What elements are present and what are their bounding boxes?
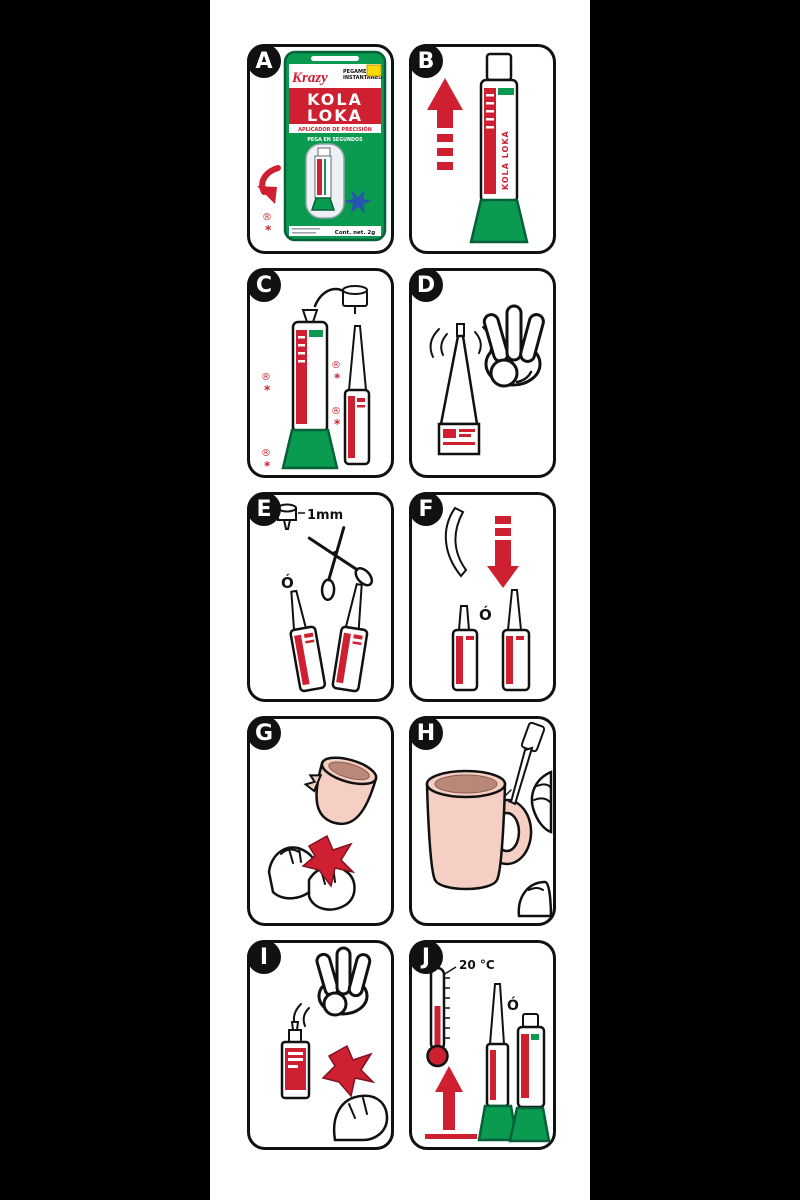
product-blister-card: Krazy PEGAMENTO INSTANTANEO KOLA LOKA AP… (283, 50, 387, 242)
down-arrow-icon (487, 516, 519, 588)
panel-b-art: KOLA LOKA (427, 52, 529, 244)
handle-stub (303, 774, 323, 793)
panel-h-art (425, 721, 553, 918)
flicking-hand (315, 946, 372, 1017)
panel-letter-badge: D (409, 268, 443, 302)
one-mm-label: 1mm (307, 508, 343, 523)
panel-b-pull-tube: B (409, 44, 556, 254)
hands (267, 846, 356, 911)
broken-piece (321, 1044, 376, 1098)
scissors-icon (307, 526, 374, 601)
panel-g-broken-cup: G (247, 716, 394, 926)
tube-base (281, 428, 339, 470)
panel-h-apply-glue-handle: H (409, 716, 556, 926)
panel-i-art (280, 946, 389, 1142)
flicking-hand (482, 304, 545, 388)
panel-c-art: ® * ® * ® * ® * (261, 285, 371, 472)
applicator-with-base (477, 983, 519, 1142)
panel-j-room-temperature: J 20 °C (409, 940, 556, 1150)
up-arrow-icon (427, 78, 463, 170)
or-label: Ó (281, 573, 294, 592)
panel-a-package: A Krazy PEGAMENTO INSTANTANEO KOLA LOKA (247, 44, 394, 254)
svg-text:*: * (334, 371, 341, 385)
svg-text:*: * (264, 459, 271, 472)
panel-letter-badge: E (247, 492, 281, 526)
glue-tube: KOLA LOKA (469, 52, 529, 244)
applicator-cone (437, 323, 481, 456)
panel-d-tap-applicator: D (409, 268, 556, 478)
panel-grid: A Krazy PEGAMENTO INSTANTANEO KOLA LOKA (247, 44, 556, 1150)
panel-letter-badge: F (409, 492, 443, 526)
panel-c-open-cap: C (247, 268, 394, 478)
corner-badge (366, 64, 382, 77)
hand-holding-piece (332, 1094, 389, 1142)
registered-mark: ® * (261, 448, 271, 472)
up-arrow-icon (425, 1066, 477, 1139)
panel-letter-badge: I (247, 940, 281, 974)
panel-i-tap-bottle: I (247, 940, 394, 1150)
panel-e-art: 1mm Ó (277, 503, 374, 693)
panel-a-art: Krazy PEGAMENTO INSTANTANEO KOLA LOKA AP… (257, 50, 387, 242)
temperature-label: 20 °C (459, 958, 495, 972)
registered-mark: ® * (331, 360, 341, 385)
tagline-pega: PEGA EN SEGUNDOS (307, 137, 363, 143)
registered-mark: ® * (261, 372, 271, 397)
broken-piece (301, 834, 356, 888)
panel-g-art (267, 756, 378, 911)
registered-mark: ® * (262, 212, 272, 237)
cup (425, 769, 533, 891)
blister-bubble (305, 143, 345, 219)
glue-bottle (280, 1021, 311, 1100)
holding-hand (517, 770, 553, 918)
panel-f-attach-tip: F Ó (409, 492, 556, 702)
svg-text:®: ® (262, 212, 272, 223)
tube-label-brand: KOLA LOKA (501, 130, 510, 190)
panel-letter-badge: C (247, 268, 281, 302)
instruction-sheet: A Krazy PEGAMENTO INSTANTANEO KOLA LOKA (210, 0, 590, 1200)
svg-text:®: ® (331, 406, 341, 417)
flip-arrow-icon (257, 165, 281, 204)
subtitle-instantaneo: INSTANTANEO (343, 75, 382, 81)
panel-j-art: 20 °C (425, 958, 551, 1143)
applicator-short-tip (451, 605, 479, 692)
or-label: Ó (479, 605, 492, 624)
panel-letter-badge: A (247, 44, 281, 78)
cut-tip-cap (277, 503, 297, 530)
panel-letter-badge: H (409, 716, 443, 750)
panel-letter-badge: G (247, 716, 281, 750)
tube-base (469, 198, 529, 244)
thermometer (426, 966, 457, 1068)
cap-removed (342, 285, 368, 314)
applicator-long-tip (501, 589, 531, 692)
broken-cup (303, 756, 378, 826)
applicator-right (331, 583, 369, 693)
panel-e-cut-tip-1mm: E 1mm Ó (247, 492, 394, 702)
svg-text:*: * (265, 223, 272, 237)
applicator-tip (509, 721, 546, 806)
panel-f-art: Ó (444, 506, 531, 692)
svg-text:*: * (264, 383, 271, 397)
title-loka: LOKA (307, 106, 363, 125)
or-label: Ó (507, 996, 519, 1014)
svg-text:®: ® (261, 372, 271, 383)
precision-applicator (343, 325, 371, 466)
tagline-aplicador: APLICADOR DE PRECISIÓN (298, 126, 372, 133)
title-kola: KOLA (307, 90, 363, 109)
mascot-figure (344, 190, 372, 213)
panel-d-art (429, 304, 545, 456)
svg-text:*: * (334, 417, 341, 431)
brand-krazy: Krazy (291, 70, 328, 86)
panel-letter-badge: B (409, 44, 443, 78)
fine-curved-tip (444, 506, 468, 578)
registered-mark: ® * (331, 406, 341, 431)
applicator-left (289, 589, 327, 693)
subtitle-pegamento: PEGAMENTO (343, 69, 378, 75)
tube-with-base (508, 1013, 551, 1143)
svg-text:®: ® (261, 448, 271, 459)
net-content: Cont. net. 2g (335, 230, 375, 236)
glue-tube-open (281, 309, 339, 470)
panel-letter-badge: J (409, 940, 443, 974)
svg-text:®: ® (331, 360, 341, 371)
